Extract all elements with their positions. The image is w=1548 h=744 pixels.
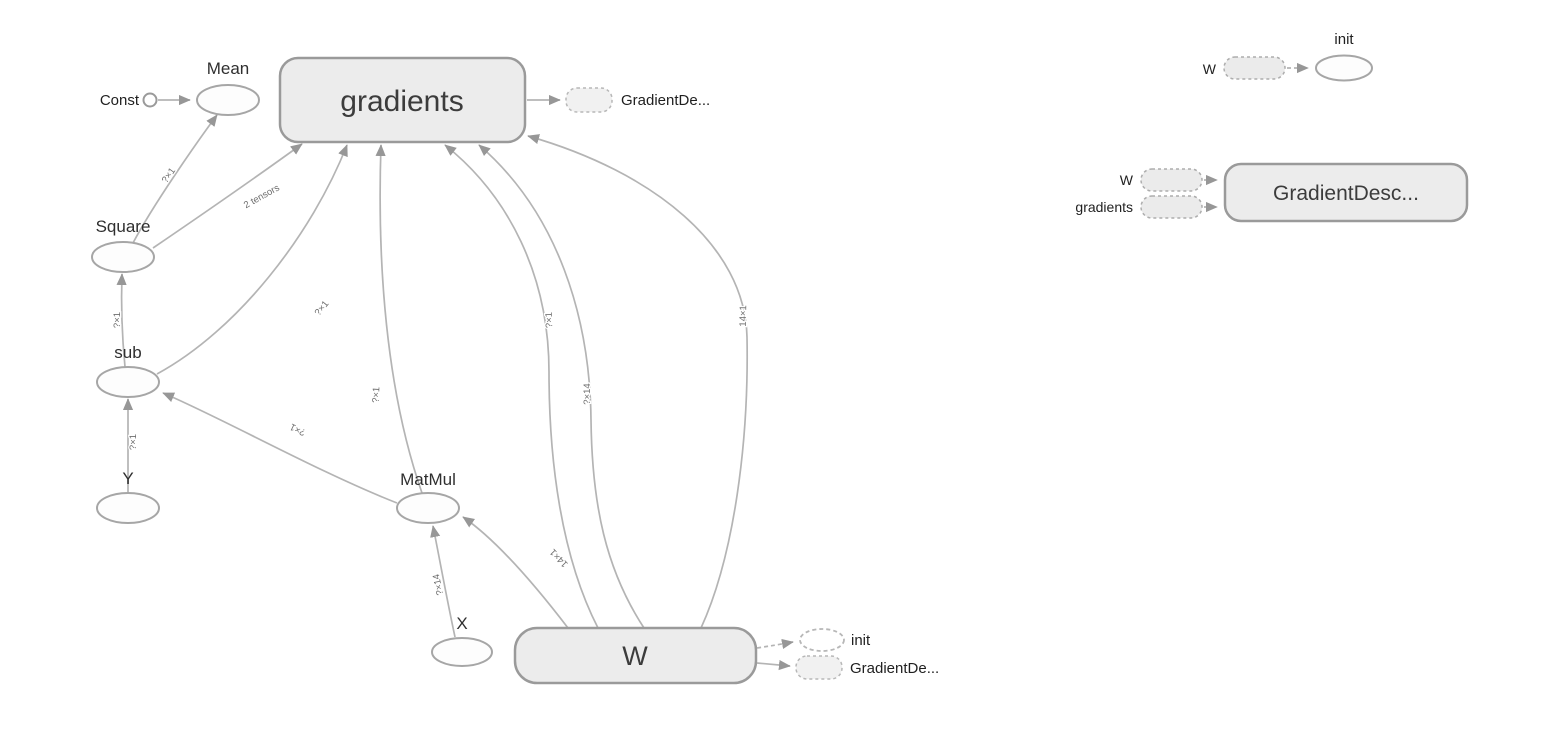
node-const-label: Const [100, 92, 140, 109]
edge-w-matmul [462, 516, 569, 629]
edge-w-init [756, 638, 794, 649]
node-x-label: X [456, 614, 467, 633]
edge-gradients-w-c [527, 134, 749, 629]
aux-init-title: init [1334, 31, 1354, 48]
node-gradients[interactable] [278, 56, 527, 144]
edge-label-square-mean: ?×1 [160, 166, 178, 186]
main-graph: ?×1 2 tensors ?×1 ?×1 ?×1 ?×1 ?×1 ?×14 1… [91, 56, 939, 685]
w-init-label: init [851, 632, 871, 649]
edge-gradients-w-b [478, 144, 645, 629]
edge-label-matmul-sub: ?×1 [288, 421, 307, 438]
aux-init-node: init W [1203, 31, 1373, 82]
edge-label-y-sub: ?×1 [128, 434, 139, 450]
edge-label-x-matmul: ?×14 [431, 573, 446, 596]
edge-matmul-sub [162, 392, 398, 504]
aux-gd-input-gradients-label: gradients [1075, 199, 1133, 215]
node-matmul-label: MatMul [400, 470, 456, 489]
node-w-label: W [622, 641, 648, 671]
node-square-label: Square [96, 217, 151, 236]
node-const[interactable] [142, 92, 158, 108]
node-w[interactable] [513, 626, 758, 685]
node-matmul[interactable] [396, 492, 460, 524]
node-sub[interactable] [96, 366, 160, 398]
aux-gd-input-w-label: W [1120, 172, 1134, 188]
edge-square-mean [132, 114, 218, 244]
aux-gd-title: GradientDesc... [1273, 182, 1419, 205]
edge-label-gradients-w-b: ?×14 [582, 383, 593, 404]
node-y[interactable] [96, 492, 160, 524]
node-gradients-label: gradients [340, 85, 463, 118]
edge-w-summary [756, 659, 791, 671]
edge-x-matmul [430, 525, 456, 638]
w-init-node[interactable] [799, 628, 845, 652]
edge-label-gradients-w-a: ?×1 [544, 312, 556, 328]
node-square[interactable] [91, 241, 155, 273]
edge-label-w-matmul: 14×1 [548, 546, 571, 569]
edge-label-gradients-w-c: 14×1 [738, 305, 749, 327]
aux-gd-node[interactable] [1223, 162, 1469, 223]
edge-label-sub-square: ?×1 [112, 312, 123, 328]
gradients-summary-label: GradientDe... [621, 92, 710, 109]
edge-square-gradients [152, 143, 303, 249]
w-summary-node[interactable] [795, 655, 843, 680]
node-mean[interactable] [196, 84, 260, 116]
aux-gd-input-w-chip[interactable] [1140, 168, 1203, 192]
w-summary-label: GradientDe... [850, 660, 939, 677]
node-sub-label: sub [114, 343, 141, 362]
edge-gradients-w-a [444, 144, 599, 629]
edge-sub-square [116, 273, 127, 368]
aux-init-input-w-label: W [1203, 61, 1217, 77]
edge-label-matmul-gradients: ?×1 [371, 387, 383, 404]
aux-gd-input-gradients-chip[interactable] [1140, 195, 1203, 219]
node-x[interactable] [431, 637, 493, 667]
node-y-label: Y [122, 469, 133, 488]
node-mean-label: Mean [207, 59, 250, 78]
edge-sub-gradients [156, 144, 348, 375]
aux-gradient-descent-node: W gradients GradientDesc... [1075, 162, 1469, 223]
gradients-summary-node[interactable] [565, 87, 613, 113]
edge-matmul-gradients [375, 144, 423, 494]
aux-init-input-w-chip[interactable] [1223, 56, 1286, 80]
edge-label-square-gradients: 2 tensors [242, 182, 282, 211]
aux-init-op[interactable] [1315, 54, 1373, 82]
edge-label-sub-gradients: ?×1 [313, 299, 332, 318]
